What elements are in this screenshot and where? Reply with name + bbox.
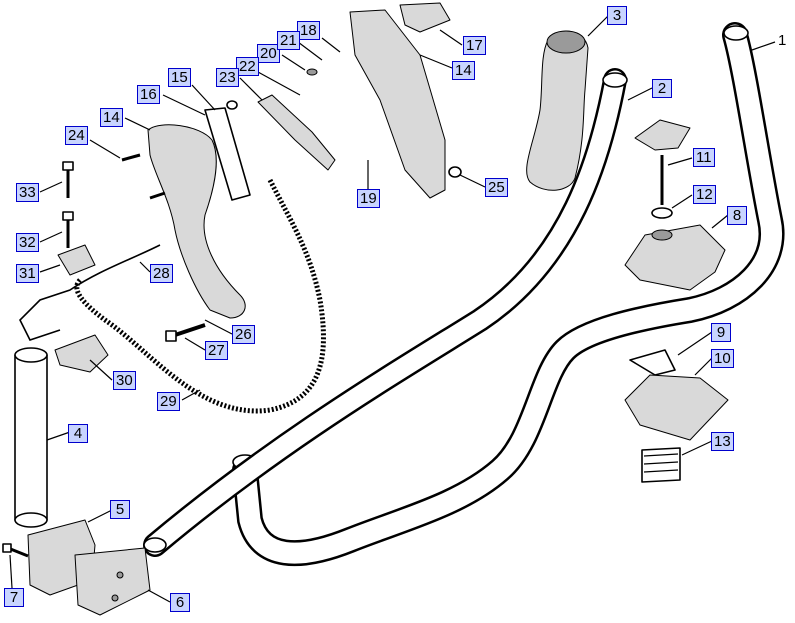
- callout-26[interactable]: 26: [232, 325, 255, 344]
- callout-7[interactable]: 7: [4, 588, 24, 607]
- clamp-assembly-part: [624, 119, 729, 483]
- callout-24[interactable]: 24: [65, 126, 88, 145]
- switch-part: [54, 244, 109, 373]
- callout-23[interactable]: 23: [216, 68, 239, 87]
- callout-22[interactable]: 22: [236, 57, 259, 76]
- screw-part: [2, 543, 29, 558]
- callout-29[interactable]: 29: [157, 392, 180, 411]
- callout-9[interactable]: 9: [711, 323, 731, 342]
- callout-31[interactable]: 31: [16, 264, 39, 283]
- callout-11[interactable]: 11: [693, 148, 715, 167]
- callout-17[interactable]: 17: [463, 36, 486, 55]
- callout-5[interactable]: 5: [110, 500, 130, 519]
- leader-lines: [9, 15, 776, 603]
- throttle-cable-part: [19, 178, 326, 414]
- callout-1: 1: [778, 32, 787, 49]
- callout-20[interactable]: 20: [257, 44, 280, 63]
- grip-part: [526, 30, 589, 191]
- callout-19[interactable]: 19: [357, 189, 380, 208]
- callout-14-left[interactable]: 14: [100, 108, 123, 127]
- callout-27[interactable]: 27: [205, 341, 228, 360]
- control-handle-part: [147, 107, 251, 319]
- upper-housing-part: [226, 2, 462, 199]
- callout-10[interactable]: 10: [711, 349, 734, 368]
- callout-13[interactable]: 13: [711, 432, 734, 451]
- callout-18[interactable]: 18: [297, 21, 320, 40]
- callout-16[interactable]: 16: [137, 85, 160, 104]
- callout-8[interactable]: 8: [727, 206, 747, 225]
- shaft-tube-part: [14, 347, 48, 528]
- callout-15[interactable]: 15: [168, 68, 191, 87]
- callout-25[interactable]: 25: [485, 178, 508, 197]
- callout-6[interactable]: 6: [170, 593, 190, 612]
- callout-30[interactable]: 30: [113, 371, 136, 390]
- small-screws-part: [62, 153, 166, 248]
- callout-21[interactable]: 21: [277, 31, 300, 50]
- bolt-part: [165, 323, 206, 342]
- callout-14-right[interactable]: 14: [452, 61, 475, 80]
- callout-4[interactable]: 4: [68, 424, 88, 443]
- callout-12[interactable]: 12: [693, 185, 716, 204]
- callout-3[interactable]: 3: [607, 6, 627, 25]
- clamp-lower-part: [27, 519, 151, 616]
- callout-2[interactable]: 2: [652, 79, 672, 98]
- callout-33[interactable]: 33: [16, 183, 39, 202]
- straight-tube-part: [143, 68, 628, 557]
- callout-28[interactable]: 28: [150, 264, 173, 283]
- callout-32[interactable]: 32: [16, 233, 39, 252]
